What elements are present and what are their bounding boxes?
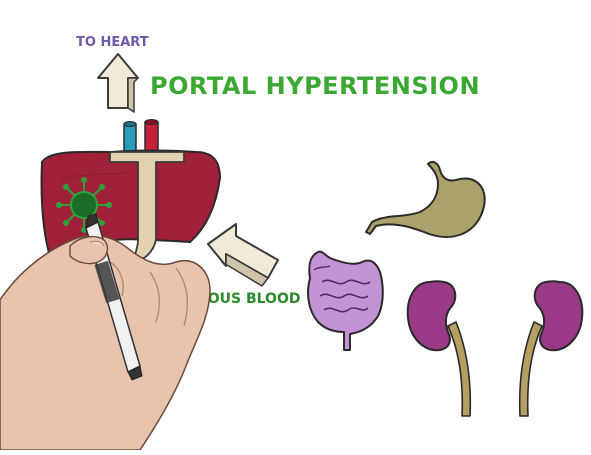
left-arrow-icon (207, 223, 279, 287)
hand-icon (0, 234, 211, 451)
virus-icon (56, 177, 112, 233)
venous-blood-label: NOUS BLOOD (196, 291, 300, 307)
portal-vein (109, 151, 185, 259)
kidney-right (518, 280, 584, 417)
up-arrow-icon (97, 53, 139, 113)
aorta-vessel (144, 119, 159, 156)
stomach (365, 161, 486, 238)
kidney-left (406, 280, 472, 417)
title-text: PORTAL HYPERTENSION (150, 72, 480, 100)
intestines (307, 250, 384, 351)
to-heart-label: TO HEART (76, 35, 149, 50)
thumb (69, 235, 109, 265)
ivc-vessel (123, 121, 137, 156)
